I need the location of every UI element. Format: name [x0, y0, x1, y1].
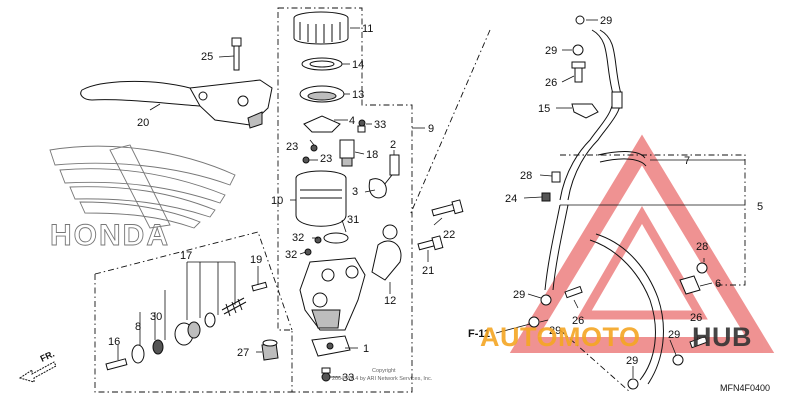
watermark-part-1: AUTOMOTO — [480, 322, 641, 352]
copyright-line-2: 2004-2014 by ARI Network Services, Inc. — [332, 376, 433, 382]
callout-29e: 29 — [668, 329, 680, 341]
brake-lever — [80, 79, 273, 129]
callout-3: 3 — [352, 186, 358, 198]
brake-switch — [339, 139, 355, 167]
banjo-bolts — [564, 61, 708, 349]
pivot-bolt — [231, 37, 242, 71]
brake-hose-lower — [544, 151, 664, 385]
callout-11: 11 — [362, 23, 373, 35]
watermark-part-2: HUB — [692, 322, 752, 352]
callout-13: 13 — [352, 89, 364, 101]
callout-29f: 29 — [626, 355, 638, 367]
diaphragm — [299, 85, 345, 103]
callout-labels: 1 2 3 4 5 6 7 8 9 10 11 12 13 14 15 16 1… — [108, 15, 763, 384]
reference-label: F-11 — [468, 328, 490, 340]
reservoir-body — [295, 170, 347, 227]
callout-24: 24 — [505, 193, 517, 205]
reservoir-seals — [304, 232, 349, 256]
callout-33b: 33 — [342, 372, 354, 384]
hose-clip — [368, 178, 387, 199]
callout-29d: 29 — [549, 325, 561, 337]
hose-guide — [571, 103, 599, 119]
callout-14: 14 — [352, 59, 364, 71]
callout-7: 7 — [684, 155, 690, 167]
sealing-washers — [528, 15, 684, 390]
diaphragm-plate — [301, 57, 343, 71]
diagram-code: MFN4F0400 — [720, 383, 770, 393]
leader-lines — [117, 19, 745, 378]
banjo-fitting — [371, 224, 402, 281]
callout-32a: 32 — [292, 232, 304, 244]
callout-5: 5 — [757, 201, 763, 213]
master-cylinder-body — [299, 257, 366, 331]
callout-33a: 33 — [374, 119, 386, 131]
callout-17: 17 — [180, 250, 192, 262]
callout-22: 22 — [443, 229, 455, 241]
front-arrow-label: FR. — [39, 349, 56, 364]
brake-hose-upper — [559, 29, 623, 201]
callout-9: 9 — [428, 123, 434, 135]
callout-4: 4 — [349, 115, 355, 127]
holder-bolts — [321, 367, 331, 382]
callout-12: 12 — [384, 295, 396, 307]
mounting-bolts — [417, 199, 464, 251]
callout-19: 19 — [250, 254, 262, 266]
watermark-triangle — [509, 134, 775, 353]
callout-29a: 29 — [600, 15, 612, 27]
callout-2: 2 — [390, 139, 396, 151]
callout-32b: 32 — [285, 249, 297, 261]
callout-26b: 26 — [572, 315, 584, 327]
callout-29b: 29 — [545, 45, 557, 57]
lever-boot — [261, 339, 279, 361]
callout-25: 25 — [201, 51, 213, 63]
front-direction-arrow — [18, 361, 57, 383]
float — [303, 115, 341, 133]
callout-15: 15 — [538, 103, 550, 115]
reservoir-cap — [293, 11, 349, 45]
callout-18: 18 — [366, 149, 378, 161]
callout-28b: 28 — [696, 241, 708, 253]
callout-23b: 23 — [320, 153, 332, 165]
cylinder-holder — [311, 335, 351, 357]
honda-wing-logo: HONDA — [49, 144, 236, 252]
callout-28a: 28 — [520, 170, 532, 182]
callout-23a: 23 — [286, 141, 298, 153]
callout-26a: 26 — [545, 77, 557, 89]
callout-6: 6 — [715, 278, 721, 290]
callout-1: 1 — [363, 343, 369, 355]
honda-logo-text: HONDA — [50, 219, 170, 252]
callout-30: 30 — [150, 311, 162, 323]
small-screws — [302, 119, 366, 164]
callout-26c: 26 — [690, 312, 702, 324]
callout-8: 8 — [135, 321, 141, 333]
piston-assembly — [105, 281, 268, 371]
callout-27: 27 — [237, 347, 249, 359]
hose-clip-6 — [679, 275, 701, 295]
watermark-text: AUTOMOTO HUB — [480, 322, 752, 352]
assembly-frames — [94, 7, 746, 393]
callout-29c: 29 — [513, 289, 525, 301]
callout-31: 31 — [347, 214, 359, 226]
callout-16: 16 — [108, 336, 120, 348]
callout-21: 21 — [422, 265, 434, 277]
callout-10: 10 — [271, 195, 283, 207]
copyright-line-1: Copyright — [372, 368, 396, 374]
callout-20: 20 — [137, 117, 149, 129]
